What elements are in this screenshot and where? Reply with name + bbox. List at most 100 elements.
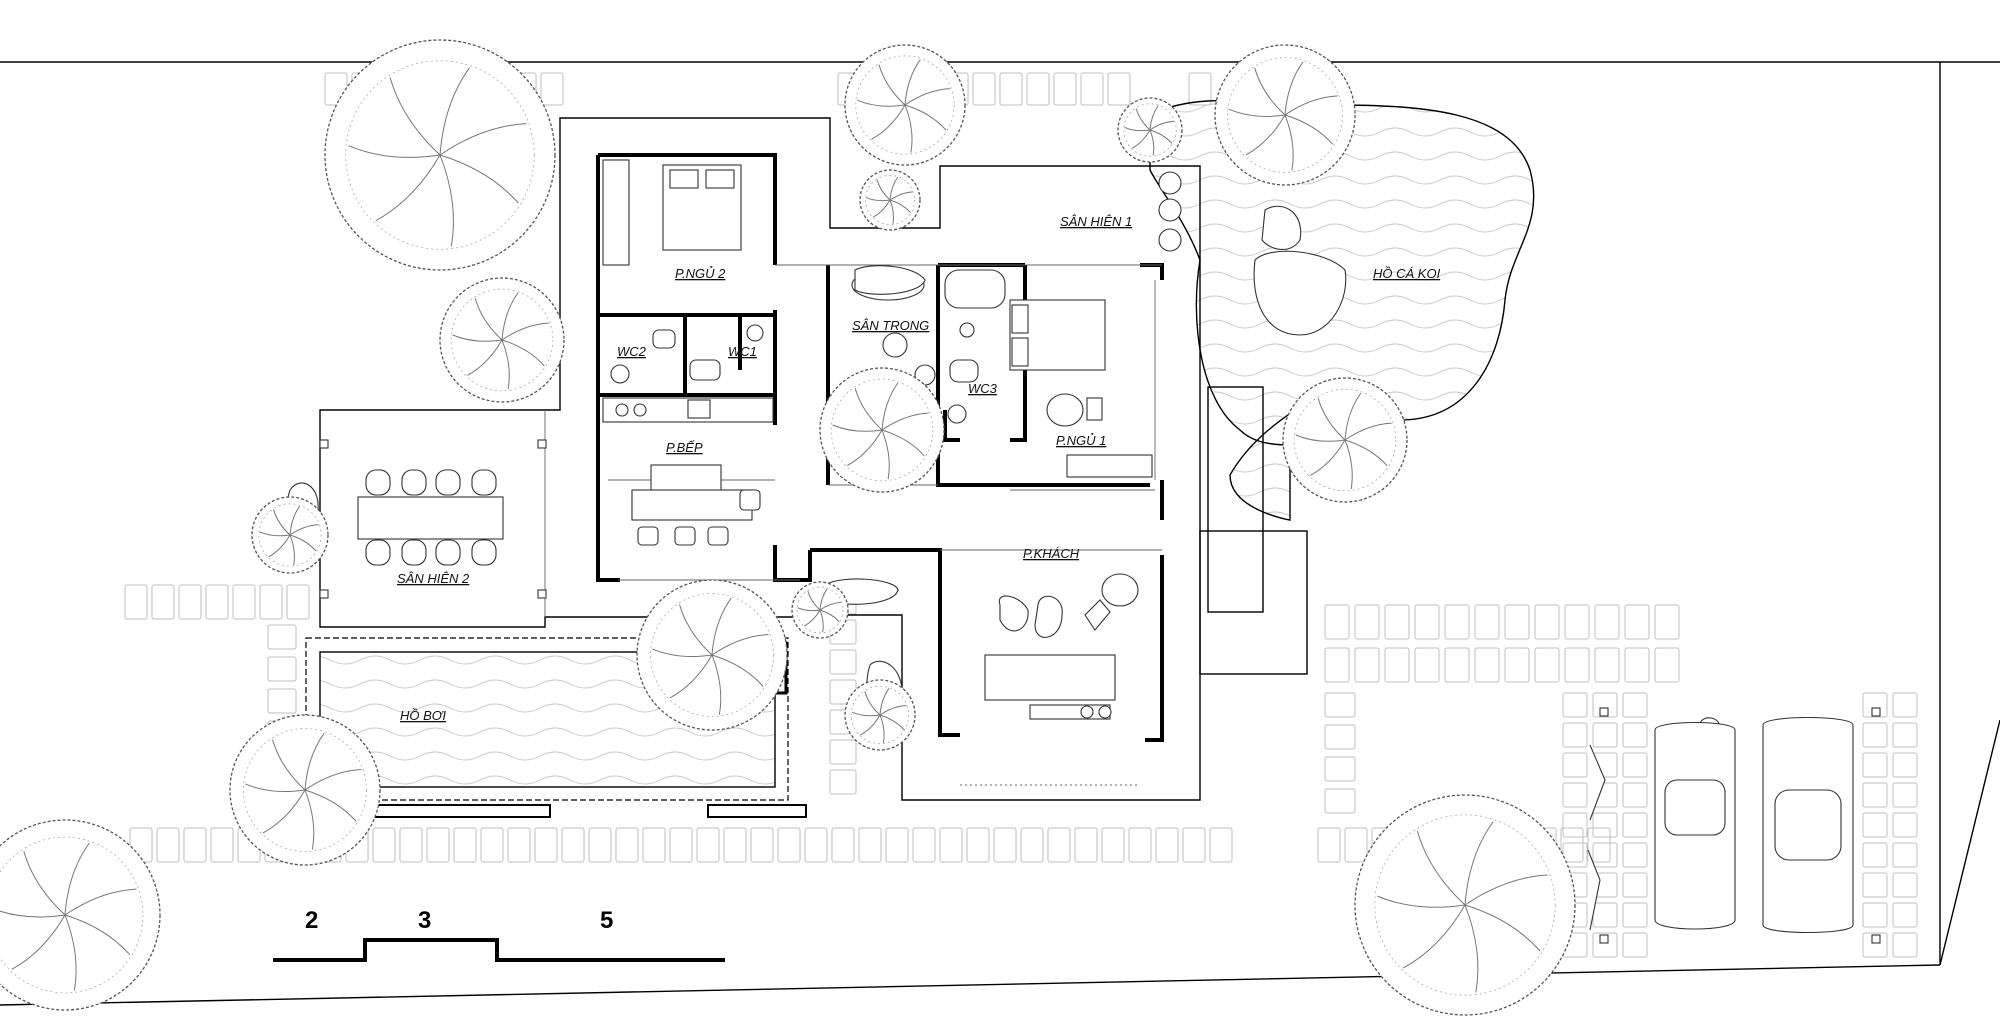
paver-stone <box>1892 722 1918 748</box>
paver-stone <box>151 584 175 620</box>
paver-stone <box>858 827 882 863</box>
scale-label-2: 2 <box>305 907 318 934</box>
paver-stone <box>1892 932 1918 958</box>
room-label-p-ngu-2: P.NGỦ 2 <box>675 266 726 281</box>
paver-stone <box>804 827 828 863</box>
tree-canopy <box>1282 377 1408 503</box>
paver-stone <box>534 827 558 863</box>
paver-stone <box>178 584 202 620</box>
paver-stone <box>1324 604 1350 640</box>
paver-stone <box>480 827 504 863</box>
paver-stone <box>1182 827 1206 863</box>
scale-label-3: 3 <box>418 907 431 934</box>
tree-canopy <box>1214 44 1356 186</box>
tree-canopy <box>0 819 161 1011</box>
paver-stone <box>1053 72 1077 106</box>
paver-stone <box>1862 752 1888 778</box>
paver-stone <box>1892 752 1918 778</box>
paver-stone <box>642 827 666 863</box>
paver-stone <box>1862 842 1888 868</box>
paver-stone <box>1862 902 1888 928</box>
paver-stone <box>669 827 693 863</box>
room-label-ho-boi: HỒ BƠI <box>400 708 446 723</box>
tree-canopy <box>844 679 916 751</box>
tree-canopy <box>1117 97 1183 163</box>
paver-stone <box>1862 872 1888 898</box>
paver-stone <box>993 827 1017 863</box>
paver-right-rows <box>1324 604 1918 958</box>
paver-stone <box>124 584 148 620</box>
paver-stone <box>267 656 297 682</box>
paver-stone <box>1592 932 1618 958</box>
paver-stone <box>1622 722 1648 748</box>
paver-stone <box>183 827 207 863</box>
paver-stone <box>1622 932 1648 958</box>
paver-stone <box>1562 812 1588 838</box>
paver-stone <box>1862 782 1888 808</box>
paver-stone <box>1892 692 1918 718</box>
paver-stone <box>426 827 450 863</box>
paver-stone <box>1562 842 1588 868</box>
paver-stone <box>1209 827 1233 863</box>
tree-canopy <box>791 581 849 639</box>
tree-canopy <box>844 44 966 166</box>
paver-stone <box>1892 902 1918 928</box>
paver-stone <box>1344 827 1368 863</box>
paver-stone <box>1354 604 1380 640</box>
room-label-san-trong: SÂN TRONG <box>852 318 929 333</box>
paver-stone <box>1622 692 1648 718</box>
tree-canopy <box>859 169 921 231</box>
paver-stone <box>829 649 857 675</box>
paver-stone <box>1474 604 1500 640</box>
paver-stone <box>1474 647 1500 683</box>
room-label-p-khach: P.KHÁCH <box>1023 546 1080 561</box>
property-boundary <box>0 61 2000 1006</box>
furniture <box>319 159 1881 944</box>
paver-stone <box>1622 872 1648 898</box>
paver-stone <box>1622 842 1648 868</box>
paver-stone <box>210 827 234 863</box>
paver-stone <box>267 624 297 650</box>
paver-stone <box>1654 647 1680 683</box>
paver-stone <box>1622 782 1648 808</box>
paver-stone <box>1444 604 1470 640</box>
paver-stone <box>1624 604 1650 640</box>
paver-stone <box>1534 647 1560 683</box>
paver-stone <box>1188 72 1212 106</box>
paver-stone <box>1562 782 1588 808</box>
room-label-san-hien-1: SÂN HIÊN 1 <box>1060 214 1132 229</box>
paver-stone <box>399 827 423 863</box>
paver-stone <box>829 769 857 795</box>
paver-stone <box>1892 872 1918 898</box>
paver-stone <box>1654 604 1680 640</box>
room-labels: P.NGỦ 2 WC2 WC1 SÂN TRONG WC3 P.NGỦ 1 SÂ… <box>397 214 1441 723</box>
paver-stone <box>696 827 720 863</box>
paver-stone <box>1384 647 1410 683</box>
paver-stone <box>615 827 639 863</box>
paver-stone <box>1107 72 1131 106</box>
paver-stone <box>1592 812 1618 838</box>
paver-stone <box>1155 827 1179 863</box>
paver-stone <box>939 827 963 863</box>
tree-canopy <box>324 39 556 271</box>
room-label-p-bep: P.BẾP <box>666 440 703 455</box>
paver-stone <box>588 827 612 863</box>
paver-stone <box>831 827 855 863</box>
paver-stone <box>1564 604 1590 640</box>
paver-stone <box>1560 827 1584 863</box>
paver-stone <box>1384 604 1410 640</box>
paver-stone <box>1324 756 1356 782</box>
paver-stone <box>1020 827 1044 863</box>
paver-stone <box>267 688 297 714</box>
room-label-wc2: WC2 <box>617 344 647 359</box>
paver-stone <box>453 827 477 863</box>
paver-stone <box>156 827 180 863</box>
paver-stone <box>1414 647 1440 683</box>
paver-stone <box>1592 722 1618 748</box>
paver-stone <box>1562 752 1588 778</box>
paver-stone <box>1324 724 1356 750</box>
paver-stone <box>912 827 936 863</box>
paver-stone <box>1624 647 1650 683</box>
paver-stone <box>1622 902 1648 928</box>
paver-stone <box>1592 842 1618 868</box>
